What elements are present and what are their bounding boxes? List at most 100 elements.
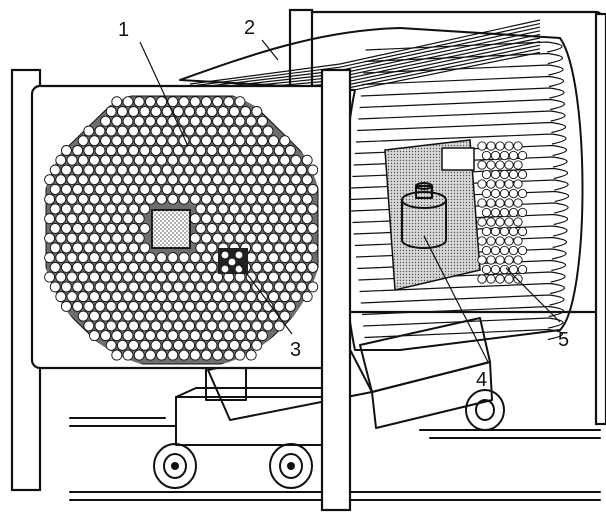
rod-end <box>200 96 212 108</box>
rod-end <box>139 106 151 117</box>
rod-end <box>212 115 224 127</box>
rod-end <box>150 261 162 273</box>
rod-end <box>88 232 100 244</box>
rod-end <box>217 339 229 351</box>
rod-end <box>296 261 308 273</box>
rear-rod-end <box>508 226 519 237</box>
rod-end <box>189 135 201 147</box>
rear-rod-end <box>499 226 510 237</box>
rod-end <box>167 271 179 283</box>
rod-end <box>228 145 240 156</box>
rod-end <box>251 125 263 137</box>
rod-end <box>66 271 78 283</box>
rod-line <box>361 75 565 88</box>
rod-end <box>301 232 313 244</box>
rod-end <box>296 242 308 254</box>
rod-end <box>189 330 201 342</box>
rod-end <box>262 164 274 176</box>
rod-end <box>301 174 313 186</box>
rod-end <box>200 232 212 244</box>
rod-end <box>105 242 117 254</box>
rod-line <box>357 121 567 134</box>
rod-end <box>128 145 140 156</box>
rod-end <box>83 203 95 215</box>
rod-end <box>223 232 235 244</box>
rod-end <box>44 271 56 283</box>
rod-end <box>189 291 201 303</box>
rod-end <box>72 183 84 195</box>
rod-end <box>55 174 67 186</box>
rod-end <box>156 193 168 205</box>
rod-end <box>111 271 123 283</box>
rod-end <box>195 222 207 234</box>
rod-end <box>262 320 274 332</box>
rod-end <box>245 174 257 186</box>
rod-end <box>128 106 140 117</box>
rod-end <box>273 281 285 293</box>
rod-end <box>139 222 151 234</box>
rod-line <box>353 156 568 168</box>
rod-end <box>223 349 235 361</box>
rod-end <box>189 96 201 108</box>
rod-end <box>240 125 252 137</box>
rod-end <box>301 291 313 303</box>
rod-end <box>290 154 302 166</box>
rod-end <box>223 115 235 127</box>
rod-end <box>83 183 95 195</box>
rod-end <box>122 310 134 322</box>
rod-end <box>184 106 196 117</box>
rod-end <box>139 125 151 137</box>
rod-line <box>360 87 565 99</box>
rod-end <box>139 261 151 273</box>
callout-3: 3 <box>290 339 301 361</box>
rear-rod-end <box>508 207 519 218</box>
rod-end <box>178 349 190 361</box>
rod-end <box>133 232 145 244</box>
rod-end <box>60 145 72 156</box>
rod-end <box>195 320 207 332</box>
rod-end <box>161 164 173 176</box>
rod-end <box>161 281 173 293</box>
rear-rod-end <box>495 198 505 208</box>
rod-end <box>184 300 196 312</box>
rod-end <box>83 125 95 137</box>
rod-end <box>251 106 263 117</box>
rod-end <box>133 291 145 303</box>
rod-end <box>105 183 117 195</box>
rod-end <box>251 164 263 176</box>
rod-end <box>111 291 123 303</box>
rod-end <box>150 145 162 156</box>
rod-end <box>234 291 246 303</box>
rod-end <box>72 261 84 273</box>
rod-end <box>55 291 67 303</box>
rod-end <box>100 135 112 147</box>
rod-end <box>122 135 134 147</box>
rod-end <box>105 281 117 293</box>
rod-end <box>195 300 207 312</box>
rod-end <box>94 203 106 215</box>
rod-end <box>94 281 106 293</box>
rod-end <box>284 145 296 156</box>
rod-end <box>217 164 229 176</box>
rod-end <box>296 183 308 195</box>
rod-end <box>195 183 207 195</box>
rod-end <box>94 320 106 332</box>
rod-end <box>240 145 252 156</box>
rod-end <box>217 281 229 293</box>
rod-end <box>44 232 56 244</box>
rod-end <box>206 242 218 254</box>
rod-end <box>284 300 296 312</box>
rod-end <box>268 310 280 322</box>
wheel-right <box>269 443 313 489</box>
rod-end <box>279 291 291 303</box>
rod-end <box>262 261 274 273</box>
rod-end <box>60 261 72 273</box>
rod-end <box>184 261 196 273</box>
rod-end <box>279 135 291 147</box>
rear-rod-end <box>477 179 487 189</box>
rod-end <box>167 193 179 205</box>
rod-end <box>251 242 263 254</box>
rod-end <box>161 261 173 273</box>
rod-end <box>217 183 229 195</box>
rear-rod-end <box>477 236 487 246</box>
